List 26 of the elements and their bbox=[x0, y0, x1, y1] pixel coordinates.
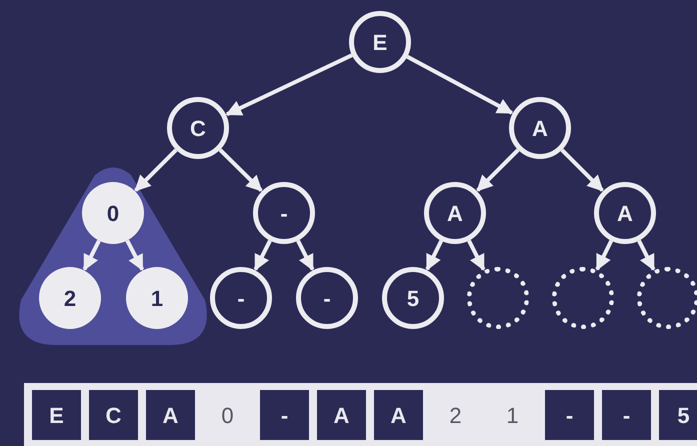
arrow bbox=[254, 240, 272, 271]
arrow bbox=[225, 53, 353, 116]
array-cell: 5 bbox=[659, 390, 697, 440]
arrow bbox=[125, 240, 144, 271]
arrow bbox=[560, 148, 604, 192]
array-cell-text: 2 bbox=[448, 402, 463, 430]
arrow bbox=[637, 240, 656, 271]
array-cell: - bbox=[602, 390, 651, 440]
array-cell: E bbox=[32, 390, 81, 440]
array-cell: - bbox=[260, 390, 309, 440]
arrow bbox=[296, 240, 314, 271]
arrow bbox=[82, 240, 101, 271]
array-cell: C bbox=[89, 390, 138, 440]
array-cell-text: 1 bbox=[505, 402, 520, 430]
array-cell: - bbox=[545, 390, 594, 440]
array-cell-text: 0 bbox=[220, 402, 235, 430]
arrow bbox=[476, 148, 520, 192]
arrow bbox=[595, 240, 614, 271]
array-cell: A bbox=[374, 390, 423, 440]
arrow bbox=[406, 54, 514, 115]
arrow bbox=[425, 240, 444, 271]
arrow bbox=[467, 240, 486, 271]
array-cell: A bbox=[146, 390, 195, 440]
arrow bbox=[218, 148, 263, 192]
arrow bbox=[134, 148, 178, 192]
array-cell: A bbox=[317, 390, 366, 440]
